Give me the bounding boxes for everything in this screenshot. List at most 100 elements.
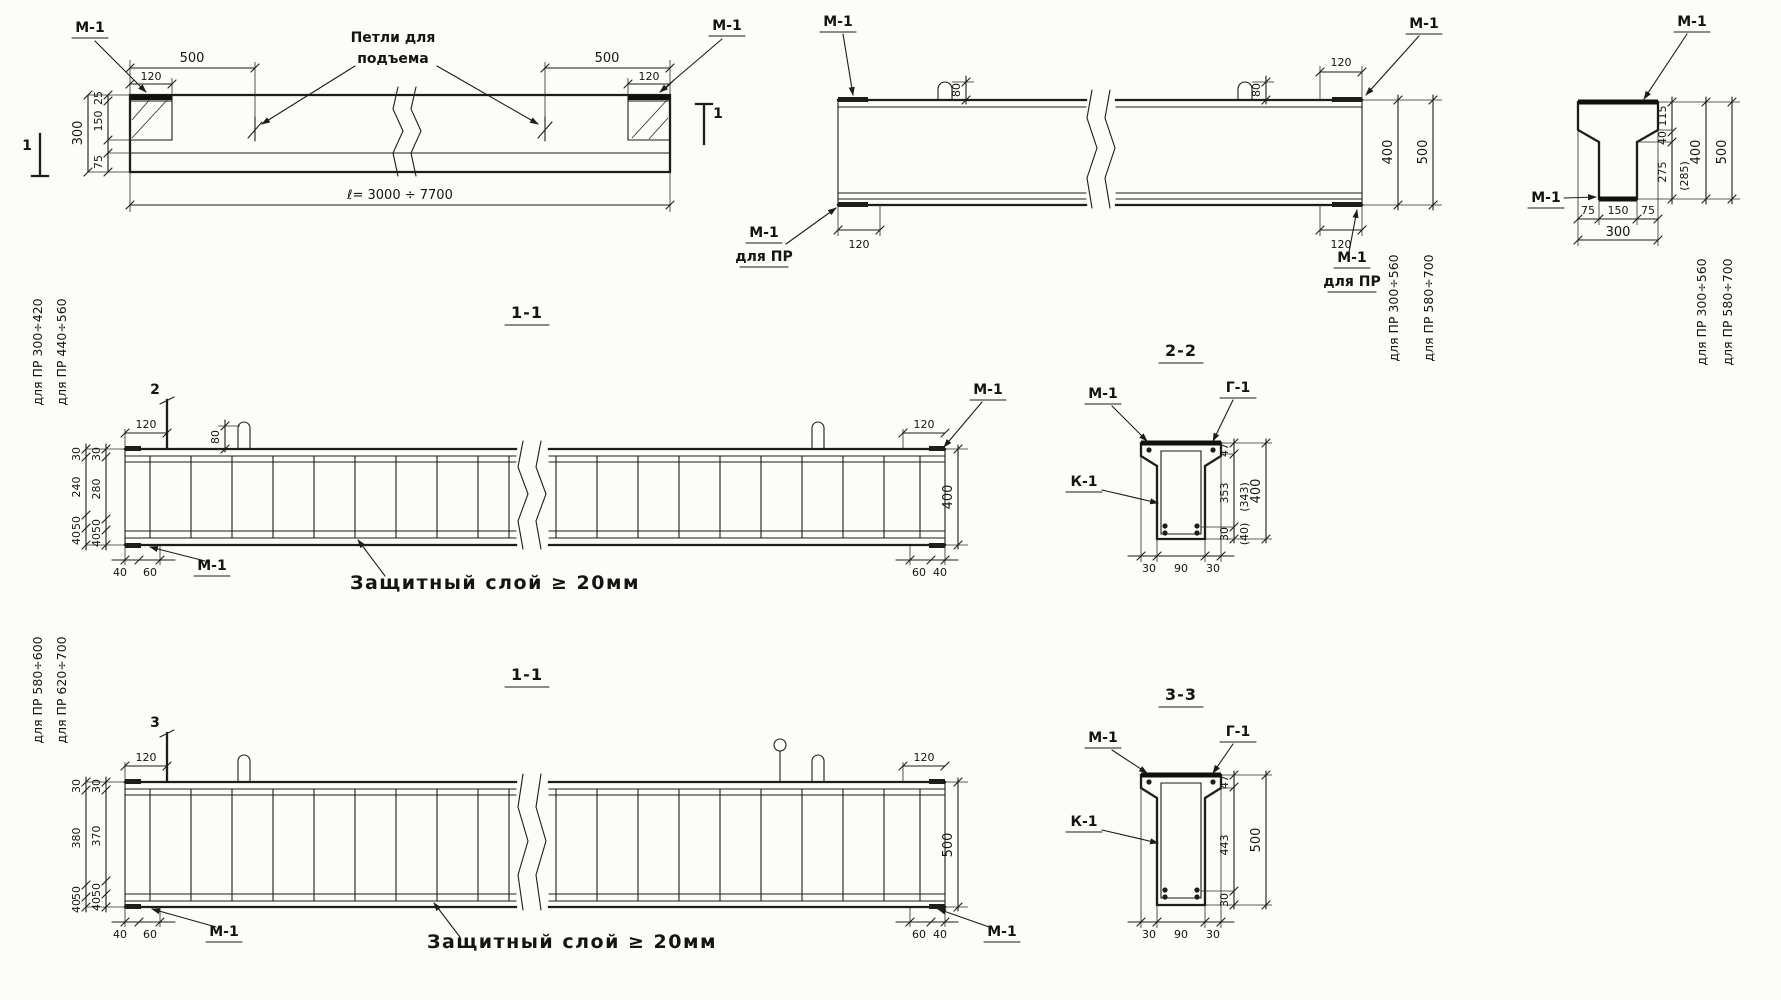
beam-inner-lines: [837, 99, 1363, 206]
m1-label: М-1: [987, 924, 1016, 940]
dim-bottom: 60: [143, 928, 157, 941]
note-leader: [433, 902, 461, 938]
loop-leader-right: [436, 65, 539, 125]
dim-ticks: [1573, 97, 1737, 245]
section-outline: [1139, 773, 1223, 907]
section-1-1-bot-view: 1-1 для ПР 580÷600 для ПР 620÷700 3 120 …: [30, 636, 1021, 953]
embedded-plate: [838, 202, 868, 207]
dim-left: 50: [70, 516, 83, 530]
dim-120: 120: [639, 70, 660, 83]
dim-left: 30: [90, 779, 103, 793]
protective-layer-note: Защитный слой ≥ 20мм: [350, 572, 640, 594]
dim-lines: [1127, 438, 1267, 557]
dim-120: 120: [914, 751, 935, 764]
dim-400: 400: [1689, 140, 1704, 165]
m1-label: М-1: [749, 225, 778, 241]
dim-bottom: 40: [113, 928, 127, 941]
beam-outline: [123, 780, 947, 909]
dim-40: 40: [1656, 131, 1669, 145]
view-title-1-1: 1-1: [511, 303, 543, 322]
dim-lines: [1127, 770, 1267, 923]
m1-label: М-1: [823, 14, 852, 30]
dim-ticks: [81, 421, 963, 565]
length-dim: ℓ= 3000 ÷ 7700: [346, 188, 453, 203]
dim-bottom: 90: [1174, 562, 1188, 575]
dim-500: 500: [180, 51, 205, 66]
dim-30: 30: [1218, 527, 1231, 541]
dim-bottom: 40: [933, 566, 947, 579]
break-lines: [517, 773, 547, 911]
dim-lines: [837, 71, 1434, 231]
view-title-2-2: 2-2: [1165, 341, 1197, 360]
dim-443: 443: [1218, 835, 1231, 856]
rebar-dot: [1146, 779, 1152, 785]
m1-leader: [842, 33, 855, 96]
end-notch-lines: [129, 94, 671, 154]
dim-115: 115: [1656, 106, 1669, 127]
section-cut-tick: [159, 396, 175, 405]
m1-label: М-1: [1409, 16, 1438, 32]
protective-layer-note: Защитный слой ≥ 20мм: [427, 931, 717, 953]
m1-leader: [151, 908, 217, 928]
rebar-dot: [1162, 894, 1168, 900]
extension-lines: [1577, 101, 1740, 246]
m1-leader: [1111, 405, 1148, 442]
rebar-dot: [1162, 530, 1168, 536]
dim-left: 40: [70, 899, 83, 913]
dim-left: 380: [70, 828, 83, 849]
notch-hatch: [131, 97, 669, 140]
stirrup-outline: [1160, 450, 1202, 535]
lifting-loop: [237, 754, 825, 783]
embedded-plate: [125, 543, 141, 548]
embedded-plate: [1332, 97, 1362, 102]
dim-left: 50: [90, 883, 103, 897]
dim-bottom: 60: [143, 566, 157, 579]
dim-bottom: 60: [912, 928, 926, 941]
dim-bottom: 40: [933, 928, 947, 941]
extension-lines: [837, 66, 1442, 236]
range-label-580-700: для ПР 580÷700: [1421, 254, 1436, 361]
section-cut-marks: [30, 102, 714, 178]
dim-ticks: [81, 761, 963, 927]
loop-leader-left: [261, 65, 356, 125]
range-label-inner: для ПР 620÷700: [54, 636, 69, 743]
m1-label: М-1: [1088, 386, 1117, 402]
g1-leader: [1212, 743, 1234, 774]
m1-underlines: [71, 35, 746, 39]
dim-ticks: [833, 67, 1438, 235]
rebar-lines: [124, 448, 946, 546]
dim-30: 30: [1218, 893, 1231, 907]
m1-label: М-1: [1677, 14, 1706, 30]
range-label-580-700: для ПР 580÷700: [1720, 258, 1735, 365]
dim-bottom: 60: [912, 566, 926, 579]
beam-outline: [123, 447, 947, 547]
break-lines: [1086, 89, 1116, 209]
m1-underlines: [1527, 31, 1711, 209]
view-title-3-3: 3-3: [1165, 685, 1197, 704]
dim-300: 300: [71, 121, 86, 146]
extension-lines: [1140, 442, 1272, 562]
dim-285: (285): [1678, 161, 1691, 191]
label-underlines: [1065, 397, 1257, 493]
m1-leader: [659, 38, 723, 93]
m1-label: М-1: [1531, 190, 1560, 206]
range-label-inner: для ПР 440÷560: [54, 298, 69, 405]
dim-ticks: [1136, 438, 1271, 561]
k1-label: К-1: [1071, 814, 1098, 830]
dim-lines: [87, 67, 671, 206]
g1-label: Г-1: [1226, 380, 1250, 396]
for-pr-label: для ПР: [735, 249, 792, 265]
dim-120: 120: [1331, 56, 1352, 69]
rebar-dot: [1194, 523, 1200, 529]
embedded-plate: [929, 446, 945, 451]
embedded-plate: [838, 97, 868, 102]
dim-left: 240: [70, 477, 83, 498]
rebar-dot: [1194, 894, 1200, 900]
lifting-loop: [237, 421, 825, 450]
section-mark-3: 3: [150, 715, 160, 731]
m1-leader: [1348, 209, 1359, 253]
embedded-plate: [1332, 202, 1362, 207]
embedded-plate: [125, 779, 141, 784]
rebar-dot: [1146, 447, 1152, 453]
dim-left: 50: [70, 886, 83, 900]
